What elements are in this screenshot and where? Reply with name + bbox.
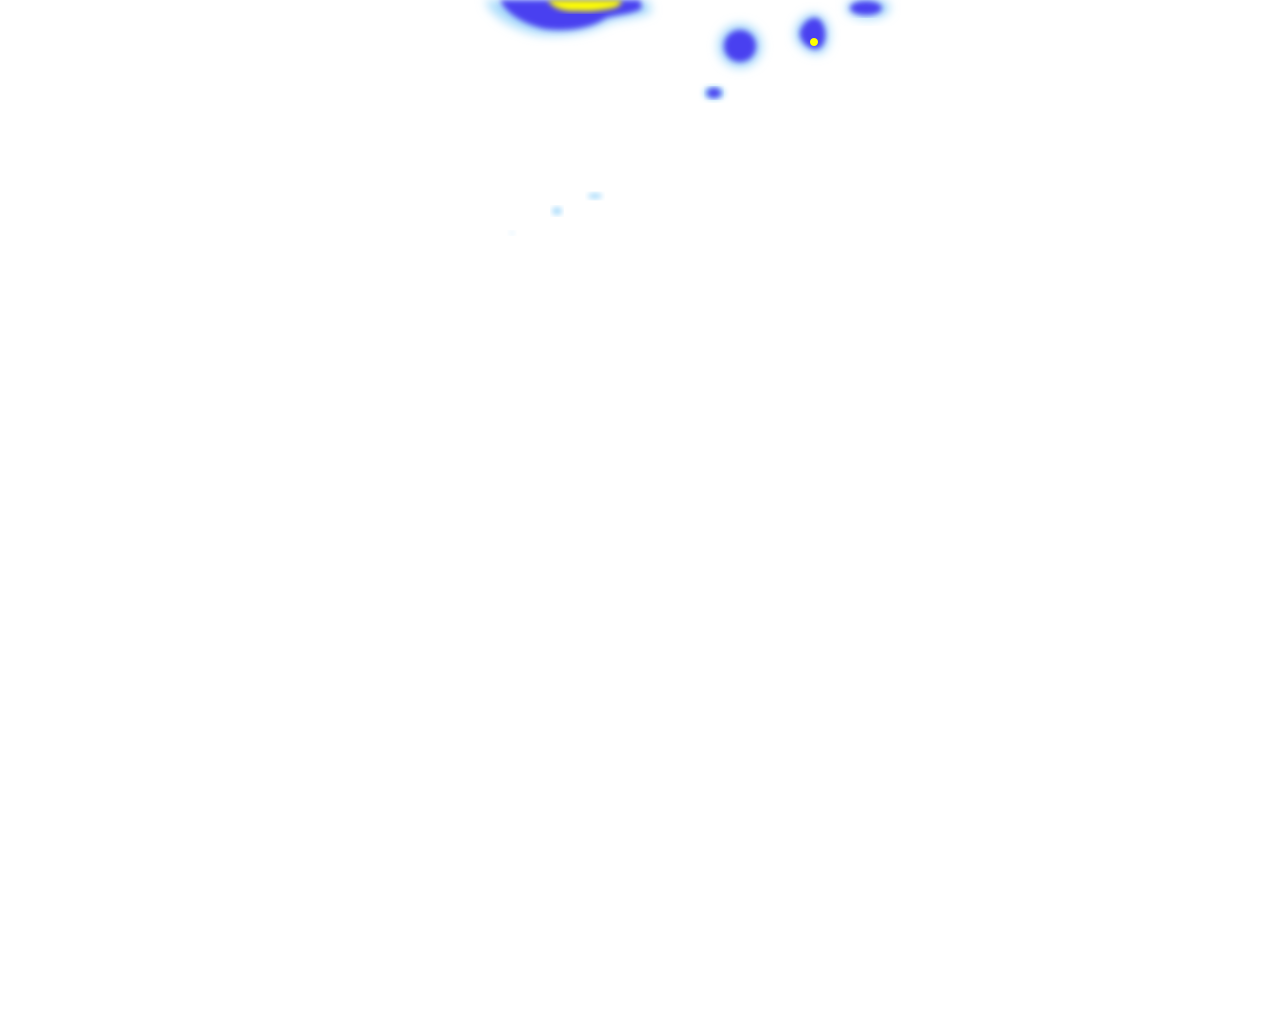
precip-cell-center xyxy=(718,24,762,68)
precip-cell-main xyxy=(485,0,652,36)
precip-cell-upper-right xyxy=(846,0,890,19)
precip-cell-right xyxy=(795,13,830,55)
precip-cell-small xyxy=(703,86,725,100)
precip-trace xyxy=(509,193,602,235)
